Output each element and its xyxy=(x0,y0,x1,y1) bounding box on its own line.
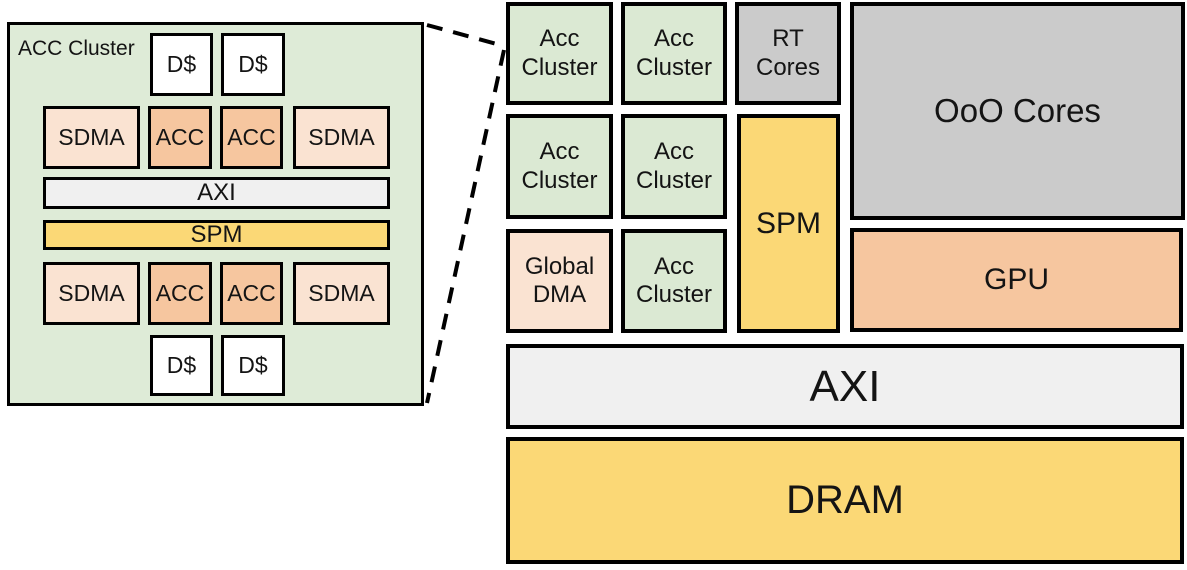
gpu-label: GPU xyxy=(983,263,1049,297)
gpu-box: GPU xyxy=(850,228,1183,332)
rt-cores-label-line2: Cores xyxy=(755,53,821,81)
acc-cluster-label-line1: Acc xyxy=(539,25,580,53)
acc-box: ACC xyxy=(148,106,212,169)
dcache-box: D$ xyxy=(221,33,285,96)
dcache-label: D$ xyxy=(238,50,268,77)
acc-cluster-label-line1: Acc xyxy=(653,25,694,53)
sdma-label: SDMA xyxy=(308,279,375,306)
sdma-label: SDMA xyxy=(58,123,125,150)
sdma-box: SDMA xyxy=(293,106,390,169)
acc-box: ACC xyxy=(148,262,212,325)
acc-box: ACC xyxy=(220,106,283,169)
dram-label: DRAM xyxy=(786,477,904,522)
soc-acc-cluster-box-1: Acc Cluster xyxy=(506,2,613,105)
callout-dashed-line-bottom xyxy=(425,49,506,404)
soc-acc-cluster-box-4: Acc Cluster xyxy=(621,114,727,219)
sdma-box: SDMA xyxy=(293,262,390,325)
acc-cluster-label-line1: Acc xyxy=(539,138,580,166)
global-dma-label-line2: DMA xyxy=(532,281,587,308)
acc-box: ACC xyxy=(220,262,283,325)
acc-cluster-label-line1: Acc xyxy=(653,252,694,280)
acc-label: ACC xyxy=(227,279,276,306)
axi-label: AXI xyxy=(809,361,881,411)
acc-label: ACC xyxy=(155,279,205,306)
acc-cluster-panel-title: ACC Cluster xyxy=(18,37,135,60)
acc-cluster-label-line2: Cluster xyxy=(635,53,713,81)
sdma-box: SDMA xyxy=(43,106,140,169)
acc-cluster-label-line2: Cluster xyxy=(521,166,598,194)
acc-cluster-label-line2: Cluster xyxy=(635,166,713,194)
soc-acc-cluster-box-3: Acc Cluster xyxy=(506,114,613,219)
ooo-cores-label: OoO Cores xyxy=(934,91,1101,129)
acc-label: ACC xyxy=(155,123,205,150)
ooo-cores-box: OoO Cores xyxy=(850,2,1185,220)
rt-cores-box: RT Cores xyxy=(735,2,841,105)
soc-acc-cluster-box-5: Acc Cluster xyxy=(621,229,727,333)
acc-cluster-panel xyxy=(7,22,424,406)
callout-dashed-line-top xyxy=(426,23,505,48)
dcache-box: D$ xyxy=(150,335,213,396)
axi-bar-panel: AXI xyxy=(43,177,390,209)
sdma-box: SDMA xyxy=(43,262,140,325)
dcache-label: D$ xyxy=(166,351,197,378)
global-dma-box: Global DMA xyxy=(506,229,613,333)
soc-acc-cluster-box-2: Acc Cluster xyxy=(621,2,727,105)
soc-spm-box: SPM xyxy=(737,114,840,333)
axi-label: AXI xyxy=(197,178,236,206)
dram-box: DRAM xyxy=(506,437,1184,564)
axi-bus-box: AXI xyxy=(506,344,1184,429)
acc-cluster-label-line2: Cluster xyxy=(635,281,713,308)
acc-label: ACC xyxy=(227,123,276,150)
sdma-label: SDMA xyxy=(58,279,125,306)
dcache-label: D$ xyxy=(238,351,268,378)
dcache-label: D$ xyxy=(166,50,197,77)
global-dma-label-line1: Global xyxy=(524,252,595,280)
dcache-box: D$ xyxy=(221,335,285,396)
acc-cluster-label-line1: Acc xyxy=(653,138,694,166)
spm-bar-panel: SPM xyxy=(43,220,390,250)
spm-label: SPM xyxy=(190,220,243,248)
dcache-box: D$ xyxy=(150,33,213,96)
rt-cores-label-line1: RT xyxy=(772,25,804,53)
spm-label: SPM xyxy=(755,206,821,240)
acc-cluster-label-line2: Cluster xyxy=(521,53,598,81)
sdma-label: SDMA xyxy=(308,123,375,150)
